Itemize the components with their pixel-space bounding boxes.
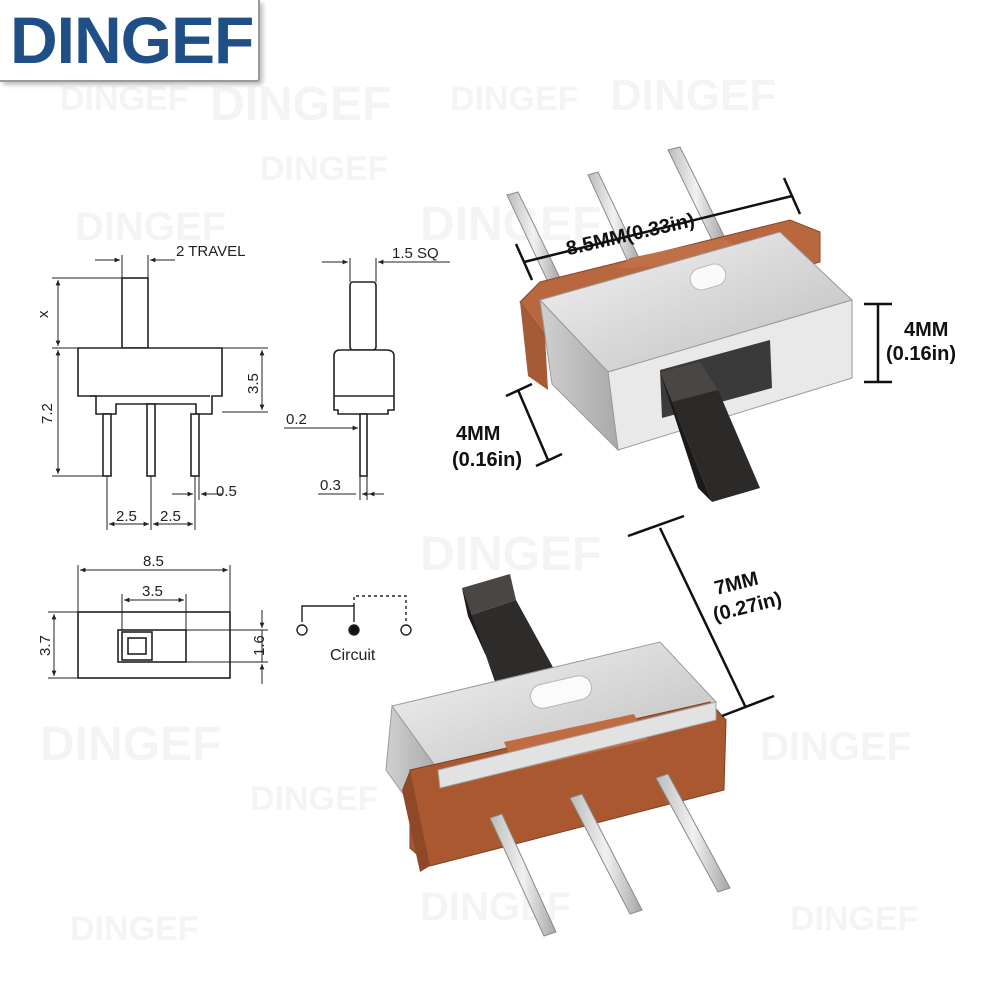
travel-label: 2 TRAVEL (176, 243, 245, 260)
watermark-text: DINGEF (40, 718, 221, 771)
watermark-text: DINGEF (210, 78, 391, 131)
pin-thickness-label: 0.3 (320, 477, 341, 494)
top-view-labels: 8.5 3.5 3.7 1.6 (37, 553, 268, 656)
watermark-text: DINGEF (70, 910, 198, 948)
top-view-drawing (48, 565, 268, 684)
side-view-drawing (52, 255, 268, 530)
watermark-text: DINGEF (75, 205, 226, 249)
height-total-label: 7.2 (39, 403, 56, 424)
slot-label: 3.5 (142, 583, 163, 600)
dim-total-photo (627, 514, 775, 718)
height-right-mm: 4MM (904, 319, 948, 341)
end-view-labels: 1.5 SQ 0.2 0.3 (286, 245, 439, 494)
watermark-text: DINGEF (420, 528, 601, 581)
length-label: 8.5 (143, 553, 164, 570)
watermark-text: DINGEF (420, 198, 601, 251)
watermark-text: DINGEF (250, 780, 378, 818)
pitch-2-label: 2.5 (160, 508, 181, 525)
knob-size-label: 1.5 SQ (392, 245, 439, 262)
end-view-drawing (284, 258, 450, 500)
dim-height-right (864, 302, 892, 384)
dim-length-photo (514, 177, 802, 281)
watermark-text: DINGEF (450, 80, 578, 118)
watermark-text: DINGEF (610, 71, 776, 120)
pin-offset-label: 0.2 (286, 411, 307, 428)
watermark-text: DINGEF (760, 725, 911, 769)
x-label: x (35, 310, 52, 318)
body-height-label: 3.5 (245, 373, 262, 394)
pin-width-label: 0.5 (216, 483, 237, 500)
knob-photo-mm: 4MM (456, 423, 500, 445)
width-label: 3.7 (37, 635, 54, 656)
brand-logo: DINGEF (0, 0, 260, 82)
dim-knob-photo (505, 382, 563, 468)
circuit-label: Circuit (330, 647, 376, 664)
watermark-text: DINGEF (790, 900, 918, 938)
knob-side-label: 1.6 (251, 635, 268, 656)
knob-photo-in: (0.16in) (452, 449, 522, 471)
switch-photo-bottom (385, 574, 731, 937)
circuit-symbol (296, 595, 412, 636)
side-view-labels: 2 TRAVEL x 7.2 3.5 2.5 2.5 0.5 (35, 243, 262, 525)
brand-name: DINGEF (10, 3, 254, 77)
watermark-text: DINGEF (260, 150, 388, 188)
height-right-in: (0.16in) (886, 343, 956, 365)
pitch-1-label: 2.5 (116, 508, 137, 525)
watermark-text: DINGEF (60, 80, 188, 118)
